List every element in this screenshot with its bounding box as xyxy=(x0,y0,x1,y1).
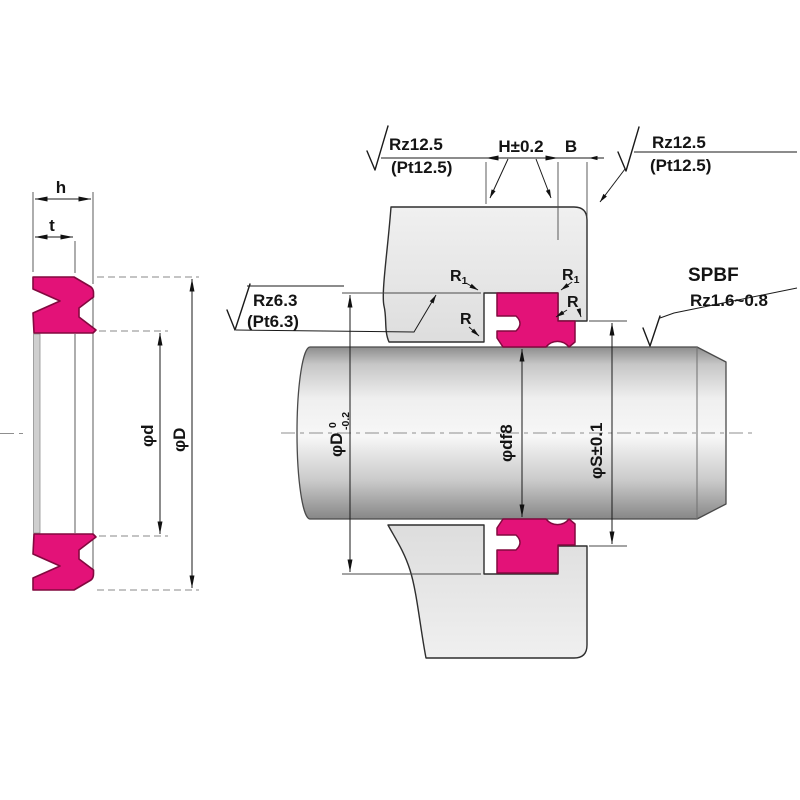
leader-R1-right xyxy=(560,281,573,291)
radius-label-R1-right: R1 xyxy=(562,267,580,286)
leader-right-rz xyxy=(599,168,626,203)
leader-R-right-a xyxy=(555,309,568,318)
radius-label-R1-left: R1 xyxy=(450,268,468,287)
surface-finish-icon xyxy=(366,125,389,171)
leader-groove-wall-right xyxy=(535,158,552,199)
dim-label-phiS: φS±0.1 xyxy=(587,423,606,479)
callout-rz63-line1: Rz6.3 xyxy=(253,291,297,310)
leader-R-left xyxy=(468,326,480,337)
surface-finish-icon xyxy=(617,126,640,172)
callout-rz125-right-line2: (Pt12.5) xyxy=(650,156,711,175)
housing-lower xyxy=(387,524,588,659)
installed-seal-upper xyxy=(496,292,576,348)
dim-label-shaft-dia: φdf8 xyxy=(497,424,516,462)
callout-rz125-left-line1: Rz12.5 xyxy=(389,135,443,154)
installed-seal-lower xyxy=(496,518,576,574)
dim-label-phi-D: φD xyxy=(170,428,189,452)
leader-R-right-b xyxy=(576,308,582,318)
seal-section-lower xyxy=(32,533,97,591)
surface-finish-icon xyxy=(226,283,251,331)
callout-rz63-line2: (Pt6.3) xyxy=(247,312,299,331)
right-view-installation: H±0.2 B Rz12.5 (Pt12.5) Rz12.5 (Pt12.5) … xyxy=(226,125,798,659)
seal-section-upper xyxy=(32,276,97,334)
leader-rz63 xyxy=(235,294,437,333)
dim-label-H: H±0.2 xyxy=(498,137,543,156)
housing-upper xyxy=(382,206,588,343)
dim-label-B: B xyxy=(565,137,577,156)
dim-label-phiD-groove: φD0-0.2 xyxy=(327,412,352,457)
leader-R1-left xyxy=(465,282,479,291)
leader-groove-wall-left xyxy=(489,158,509,199)
callout-shelf-spbf xyxy=(659,287,798,319)
left-view-seal-section: h t φd φD xyxy=(0,178,199,591)
callout-rz125-right-line1: Rz12.5 xyxy=(652,133,706,152)
callout-spbf-line1: SPBF xyxy=(688,265,739,286)
callout-spbf-line2: Rz1.6~0.8 xyxy=(690,291,768,310)
dim-label-h: h xyxy=(56,178,66,197)
dim-label-phi-d: φd xyxy=(138,424,157,447)
dim-label-t: t xyxy=(49,216,55,235)
callout-rz125-left-line2: (Pt12.5) xyxy=(391,158,452,177)
radius-label-R-left: R xyxy=(460,311,472,328)
radius-label-R-right: R xyxy=(567,294,579,311)
surface-finish-icon xyxy=(642,315,661,347)
seal-bore-silhouette xyxy=(33,333,41,534)
